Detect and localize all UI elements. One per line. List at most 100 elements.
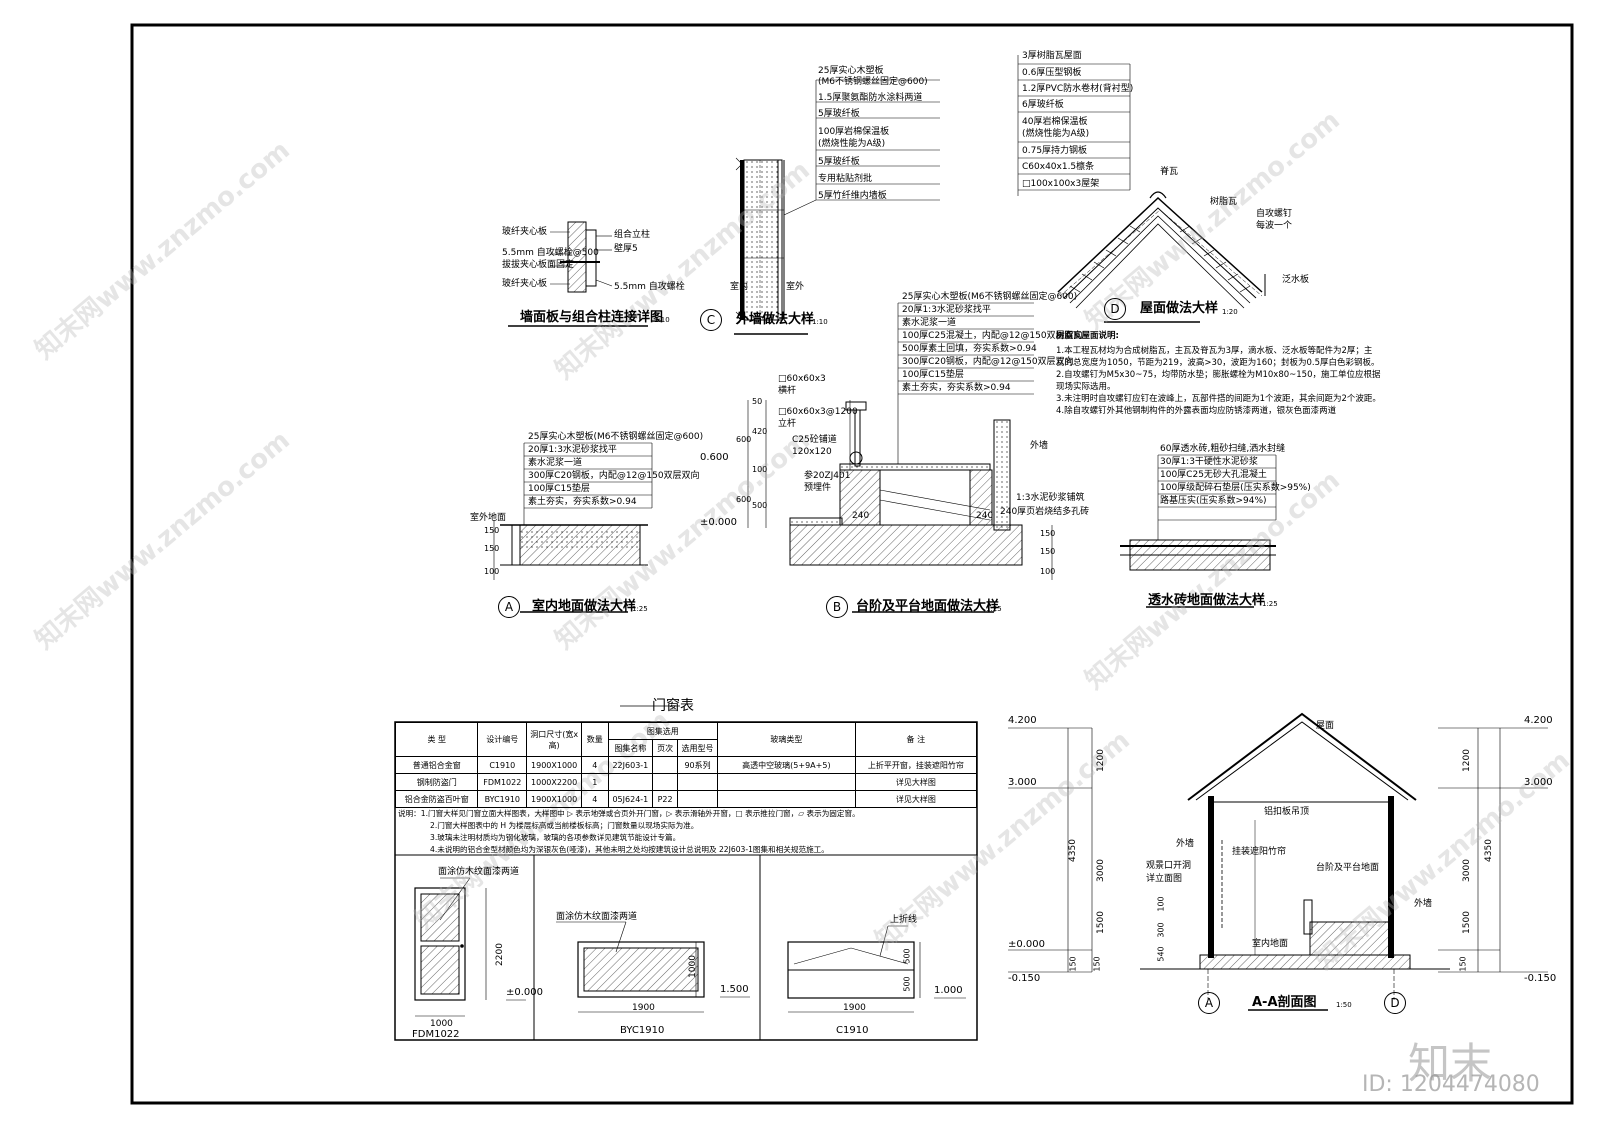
outdoor-ground-label: 室外地面 <box>470 513 507 523</box>
table-cell: 详见大样图 <box>854 773 978 791</box>
section-label: 详立面图 <box>1146 874 1183 884</box>
elevation-label: ±0.000 <box>700 517 738 528</box>
dim-label: 1000 <box>687 955 698 978</box>
table-cell <box>652 773 679 791</box>
dim-label: 1500 <box>1095 911 1106 934</box>
dim-label: 150 <box>1040 547 1056 556</box>
dim-label: 100 <box>752 465 768 474</box>
note-line: 现场实际选用。 <box>1056 382 1116 392</box>
wall-detail-c <box>734 79 940 335</box>
layer-label: 专用粘贴剂批 <box>818 174 873 184</box>
layer-label: 100厚C25无砂大孔混凝土 <box>1160 470 1267 480</box>
elevation-code: BYC1910 <box>620 1025 665 1036</box>
table-cell: 05J624-1 <box>607 790 654 808</box>
col-header: 设计编号 <box>477 722 528 757</box>
dim-label: 150 <box>1092 956 1102 972</box>
section-label: 台阶及平台地面 <box>1316 863 1380 873</box>
section-title: A-A剖面图 <box>1252 995 1317 1010</box>
dim-label: 300 <box>1156 922 1166 938</box>
rail-label: □60x60x3 <box>778 374 826 384</box>
layer-label: 5厚玻纤板 <box>818 109 860 119</box>
table-title: 门窗表 <box>652 698 694 714</box>
layer-label: 100厚级配碎石垫层(压实系数>95%) <box>1160 483 1311 493</box>
dim-label: 1900 <box>843 1003 866 1013</box>
table-cell: BYC1910 <box>477 790 528 808</box>
section-label: 外墙 <box>1176 839 1195 849</box>
detail-title: 屋面做法大样 <box>1140 301 1219 316</box>
rail-label: 立杆 <box>778 419 797 429</box>
elevation-label: 1.500 <box>720 984 749 995</box>
joint-label: 5.5mm 自攻螺栓@500 <box>502 248 599 258</box>
side-label-outer: 室外 <box>786 282 805 292</box>
elevation-code: C1910 <box>836 1025 869 1036</box>
dim-label: 3000 <box>1461 859 1472 882</box>
detail-scale: 1:25 <box>632 605 648 613</box>
layer-label: 5厚玻纤板 <box>818 157 860 167</box>
table-cell: 22J603-1 <box>607 756 654 774</box>
joint-label: 玻纤夹心板 <box>502 227 548 237</box>
roof-label: 树脂瓦 <box>1210 197 1238 207</box>
detail-title: 透水砖地面做法大样 <box>1148 593 1266 608</box>
dim-label: 240 <box>976 511 994 521</box>
note-line: 3.未注明时自攻螺钉应钉在波峰上，瓦部件搭的间距为1个波距，其余间距为2个波距。 <box>1056 394 1381 404</box>
dim-label: 600 <box>736 435 752 444</box>
paving-detail <box>1120 454 1277 608</box>
dim-label: 4350 <box>1483 839 1494 862</box>
layer-label: (燃烧性能为A级) <box>1022 129 1090 139</box>
elev-note: 上折线 <box>890 915 918 925</box>
elevation-label: 3.000 <box>1524 777 1553 788</box>
col-header: 页次 <box>652 739 679 757</box>
dim-label: 1000 <box>430 1019 453 1029</box>
table-cell <box>652 756 679 774</box>
brick-label: 240厚页岩烧结多孔砖 <box>1000 507 1090 517</box>
elevation-code: FDM1022 <box>412 1029 460 1040</box>
joint-label: 组合立柱 <box>614 230 651 240</box>
wall-label: 外墙 <box>1030 441 1049 451</box>
layer-label: 素土夯实，夯实系数>0.94 <box>528 497 637 507</box>
floor-detail-a <box>493 442 653 613</box>
section-scale: 1:50 <box>1336 1001 1352 1009</box>
roof-label: 自攻螺钉 <box>1256 209 1293 219</box>
layer-label: 1.5厚聚氨酯防水涂料两道 <box>818 93 923 103</box>
layer-label: 20厚1:3水泥砂浆找平 <box>528 445 617 455</box>
elevation-label: 1.000 <box>934 985 963 996</box>
layer-label: 素土夯实，夯实系数>0.94 <box>902 383 1011 393</box>
col-header: 图集选用 <box>607 722 719 740</box>
section-label: 观景口开洞 <box>1146 861 1192 871</box>
dim-label: 150 <box>1068 956 1078 972</box>
table-note: 3.玻璃未注明材质均为钢化玻璃，玻璃的各项参数详见建筑节能设计专篇。 <box>430 833 681 842</box>
table-note: 2.门窗大样图表中的 H 为楼层标高或当前楼板标高；门窗数量以现场实际为准。 <box>430 821 699 830</box>
elev-note: 面涂仿木纹面漆两道 <box>556 912 638 922</box>
table-cell: 铝合金防盗百叶窗 <box>394 790 479 808</box>
detail-mark: D <box>1104 298 1126 320</box>
layer-label: 30厚1:3干硬性水泥砂浆 <box>1160 457 1258 467</box>
layer-label: 素水泥浆一道 <box>528 458 583 468</box>
layer-label: 500厚素土回填，夯实系数>0.94 <box>902 344 1037 354</box>
detail-mark: A <box>498 596 520 618</box>
layer-label: 5厚竹纤维内墙板 <box>818 191 887 201</box>
layer-label: 25厚实心木塑板(M6不锈钢螺丝固定@600) <box>528 432 704 442</box>
col-header: 类 型 <box>394 722 479 757</box>
dim-label: 50 <box>752 397 763 406</box>
layer-label: 100厚C15垫层 <box>902 370 964 380</box>
col-header: 图集名称 <box>607 739 654 757</box>
dim-label: 150 <box>484 526 500 535</box>
section-aa <box>1008 712 1548 1011</box>
image-id-label: ID: 1204474080 <box>1362 1072 1540 1097</box>
dim-label: 2200 <box>494 943 505 966</box>
roof-label: 每波一个 <box>1256 221 1293 231</box>
layer-label: 300厚C20钢板，内配@12@150双层双向 <box>528 471 700 481</box>
wall-joint-detail <box>508 221 648 327</box>
note-line: 1.本工程瓦材均为合成树脂瓦，主瓦及脊瓦为3厚，滴水板、泛水板等配件为2厚；主 <box>1056 346 1373 356</box>
door-window-table-frame <box>394 705 978 1041</box>
layer-label: 25厚实心木塑板(M6不锈钢螺丝固定@600) <box>902 292 1078 302</box>
detail-scale: 1:25 <box>1262 600 1278 608</box>
elevation-label: -0.150 <box>1008 973 1041 984</box>
side-label-inner: 室内 <box>730 282 749 292</box>
detail-scale: 1:10 <box>654 316 670 324</box>
detail-scale: 1:20 <box>1222 308 1238 316</box>
table-row: 普通铝合金窗 C1910 1900X1000 4 22J603-1 90系列 高… <box>394 756 978 774</box>
table-cell: 钢制防盗门 <box>394 773 479 791</box>
